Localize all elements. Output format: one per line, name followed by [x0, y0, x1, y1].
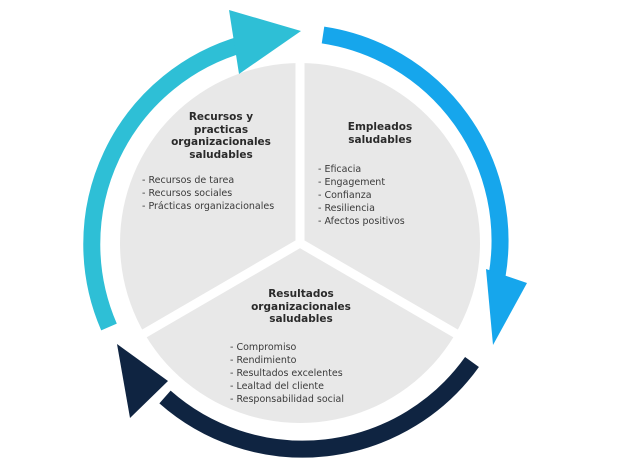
segment-resultados-title: Resultados organizacionales saludables [242, 288, 360, 326]
list-item: - Rendimiento [230, 355, 297, 366]
cycle-arrow-teal [83, 35, 246, 331]
segment-resultados-list: - Compromiso - Rendimiento - Resultados … [230, 341, 344, 406]
title-line: Empleados [347, 121, 413, 133]
title-line: saludables [189, 148, 253, 161]
cycle-arrow-blue [321, 26, 509, 278]
title-line: Recursos y [188, 111, 254, 123]
divider-right [295, 238, 465, 341]
segment-recursos-title: Recursos y practicas organizacionales sa… [162, 111, 280, 161]
segment-recursos-list: - Recursos de tarea - Recursos sociales … [142, 174, 274, 213]
divider-left [135, 238, 305, 341]
list-item: - Recursos sociales [142, 188, 233, 199]
title-line: saludables [348, 133, 412, 146]
list-item: - Responsabilidad social [230, 394, 344, 405]
arrow-head-blue [486, 269, 527, 345]
arrow-head-teal [229, 10, 301, 74]
list-item: - Afectos positivos [318, 216, 405, 227]
list-item: - Eficacia [318, 164, 362, 175]
cycle-arrow-navy [159, 357, 479, 458]
title-line: Resultados [268, 288, 334, 300]
title-line: saludables [269, 313, 333, 325]
list-item: - Engagement [318, 177, 386, 188]
segment-empleados-list: - Eficacia - Engagement - Confianza - Re… [318, 163, 405, 228]
arrow-head-navy [117, 344, 168, 418]
title-line: practicas [193, 123, 249, 136]
list-item: - Prácticas organizacionales [142, 201, 275, 212]
list-item: - Recursos de tarea [142, 175, 235, 186]
list-item: - Resultados excelentes [230, 368, 343, 379]
title-line: organizacionales [251, 300, 351, 313]
list-item: - Confianza [318, 190, 372, 201]
title-line: organizacionales [171, 136, 271, 148]
list-item: - Resiliencia [318, 203, 375, 214]
list-item: - Lealtad del cliente [230, 381, 324, 392]
segment-empleados-title: Empleados saludables [330, 121, 430, 146]
segment-dividers [135, 53, 465, 341]
list-item: - Compromiso [230, 342, 297, 353]
